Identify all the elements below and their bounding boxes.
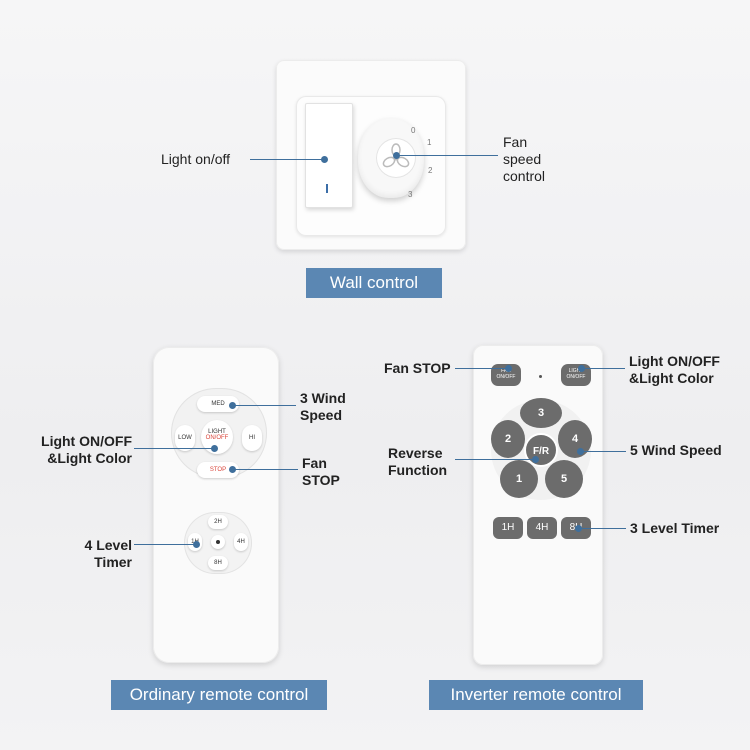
inv-wind-callout-dot: [577, 448, 584, 455]
ordinary-light-label: Light ON/OFF &Light Color: [41, 433, 132, 466]
inv-timer-callout-dot: [575, 525, 582, 532]
timer-8h-button[interactable]: 8H: [208, 556, 228, 570]
ordinary-light-callout-dot: [211, 445, 218, 452]
stop-callout-dot: [229, 466, 236, 473]
inv-fan-stop-callout-dot: [505, 365, 512, 372]
inv-light-callout-dot: [578, 365, 585, 372]
ordinary-wind-speed-label: 3 Wind Speed: [300, 390, 346, 423]
inverter-reverse-label: Reverse Function: [388, 445, 448, 478]
timer-center-button[interactable]: [211, 535, 225, 549]
inverter-remote: [473, 345, 603, 665]
speed-3-button[interactable]: 3: [520, 398, 562, 428]
inverter-light-label: Light ON/OFF &Light Color: [629, 353, 720, 386]
timer-2h-button[interactable]: 2H: [208, 515, 228, 529]
ordinary-fan-stop-label: Fan STOP: [302, 455, 340, 488]
inverter-fan-stop-label: Fan STOP: [384, 360, 451, 376]
fan-speed-label: Fan speed control: [503, 134, 546, 184]
stop-button[interactable]: STOP: [197, 462, 239, 478]
light-switch[interactable]: [305, 103, 353, 208]
low-button[interactable]: LOW: [175, 425, 195, 451]
inverter-remote-banner: Inverter remote control: [429, 680, 643, 710]
speed-2-button[interactable]: 2: [491, 420, 525, 458]
wind-callout-line: [232, 405, 296, 406]
inv-timer-callout-line: [578, 528, 626, 529]
fan-speed-callout-dot: [393, 152, 400, 159]
inv-wind-callout-line: [580, 451, 626, 452]
timer-4h-button[interactable]: 4H: [234, 533, 248, 551]
switch-indicator-icon: [326, 184, 328, 193]
ir-indicator-icon: [539, 375, 542, 378]
speed-5-button[interactable]: 5: [545, 460, 583, 498]
wall-control-banner: Wall control: [306, 268, 442, 298]
light-onoff-label: ON/OFF: [205, 435, 229, 441]
light-callout-dot: [321, 156, 328, 163]
stop-callout-line: [232, 469, 298, 470]
timer-callout-line: [134, 544, 196, 545]
inv-light-callout-line: [580, 368, 625, 369]
reverse-button[interactable]: F/R: [524, 433, 558, 467]
timer-1h-button[interactable]: 1H: [493, 517, 523, 539]
ordinary-timer-label: 4 Level Timer: [84, 537, 132, 570]
fan-speed-callout-line: [395, 155, 498, 156]
timer-callout-dot: [193, 541, 200, 548]
speed-1-button[interactable]: 1: [500, 460, 538, 498]
ordinary-light-callout-line: [134, 448, 214, 449]
knob-number-3: 3: [408, 190, 413, 199]
knob-number-1: 1: [427, 138, 432, 147]
med-button[interactable]: MED: [197, 396, 239, 412]
reverse-callout-dot: [532, 456, 539, 463]
ordinary-remote-banner: Ordinary remote control: [111, 680, 327, 710]
light-callout-line: [250, 159, 325, 160]
inv-fan-stop-callout-line: [455, 368, 508, 369]
knob-number-2: 2: [428, 166, 433, 175]
wind-callout-dot: [229, 402, 236, 409]
speed-4-button[interactable]: 4: [558, 420, 592, 458]
reverse-callout-line: [455, 459, 535, 460]
timer-4h-button[interactable]: 4H: [527, 517, 557, 539]
inverter-wind-speed-label: 5 Wind Speed: [630, 442, 722, 458]
inverter-timer-label: 3 Level Timer: [630, 520, 720, 536]
light-button-label: LIGHT: [208, 429, 226, 435]
hi-button[interactable]: HI: [242, 425, 262, 451]
center-dot-icon: [216, 540, 220, 544]
light-on-off-label: Light on/off: [161, 151, 231, 167]
knob-number-0: 0: [411, 126, 416, 135]
